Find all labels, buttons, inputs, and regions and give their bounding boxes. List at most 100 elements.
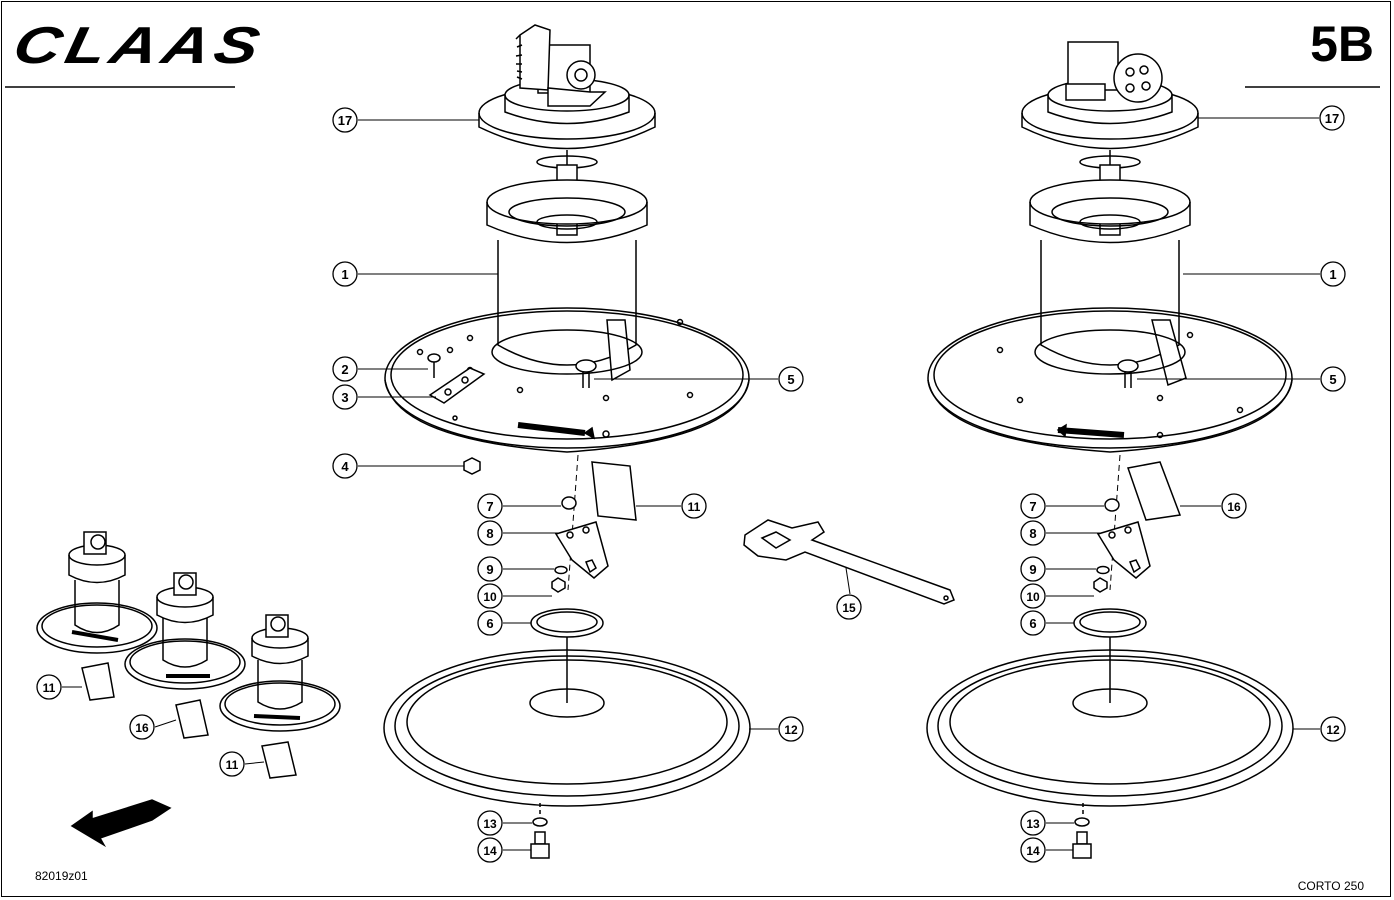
callout-10-right: 10 <box>1020 583 1046 609</box>
button-5-left <box>575 359 597 388</box>
small-blade-16 <box>175 699 209 739</box>
drawing-id: 82019z01 <box>35 869 88 883</box>
callout-12-right: 12 <box>1320 716 1346 742</box>
callout-12-left: 12 <box>778 716 804 742</box>
disc-left <box>384 307 750 453</box>
bolt-14-right <box>1072 831 1092 859</box>
callout-14-left: 14 <box>477 837 503 863</box>
callout-8-left: 8 <box>477 520 503 546</box>
svg-text:7: 7 <box>486 499 493 514</box>
blade-holder-stack-right <box>1093 454 1151 593</box>
callout-9-right: 9 <box>1020 556 1046 582</box>
drum-left <box>486 179 648 382</box>
callout-8-right: 8 <box>1020 520 1046 546</box>
skid-plate-12-left <box>383 637 751 815</box>
svg-text:1: 1 <box>341 267 348 282</box>
svg-text:2: 2 <box>341 362 348 377</box>
svg-text:5: 5 <box>1329 372 1336 387</box>
svg-text:16: 16 <box>135 721 149 735</box>
callout-9-left: 9 <box>477 556 503 582</box>
svg-text:10: 10 <box>483 590 497 604</box>
o-ring-6-right <box>1073 608 1147 638</box>
svg-text:12: 12 <box>1326 723 1340 737</box>
button-5-right <box>1117 359 1139 388</box>
callout-15: 15 <box>836 594 862 620</box>
callout-17-right: 17 <box>1319 105 1345 131</box>
svg-text:15: 15 <box>842 601 856 615</box>
callout-7-left: 7 <box>477 493 503 519</box>
svg-text:3: 3 <box>341 390 348 405</box>
svg-text:17: 17 <box>338 113 352 128</box>
callout-4: 4 <box>332 453 358 479</box>
wrench-15 <box>743 519 955 605</box>
svg-text:16: 16 <box>1227 500 1241 514</box>
svg-text:10: 10 <box>1026 590 1040 604</box>
skid-plate-12-right <box>926 637 1294 815</box>
variant-drum-c <box>219 614 341 732</box>
svg-text:5: 5 <box>787 372 794 387</box>
bolt-14-left <box>530 831 550 859</box>
blade-16-right <box>1127 461 1182 521</box>
callout-2: 2 <box>332 356 358 382</box>
svg-text:13: 13 <box>1026 817 1040 831</box>
variant-drum-b <box>124 572 246 690</box>
blade-11-left <box>591 461 637 521</box>
disc-right <box>927 307 1293 453</box>
callout-16-right: 16 <box>1221 493 1247 519</box>
washer-13-left <box>532 817 548 827</box>
callout-3: 3 <box>332 384 358 410</box>
svg-text:11: 11 <box>43 681 56 695</box>
svg-text:7: 7 <box>1029 499 1036 514</box>
callout-7-right: 7 <box>1020 493 1046 519</box>
svg-text:11: 11 <box>688 500 701 514</box>
svg-text:6: 6 <box>486 616 493 631</box>
callout-14-right: 14 <box>1020 837 1046 863</box>
bolt-2-plate-3 <box>427 353 486 421</box>
callout-1-left: 1 <box>332 261 358 287</box>
drum-right <box>1029 179 1191 387</box>
svg-text:11: 11 <box>226 758 239 772</box>
svg-text:6: 6 <box>1029 616 1036 631</box>
o-ring-6-left <box>530 608 604 638</box>
model-name: CORTO 250 <box>1297 879 1364 893</box>
callout-13-right: 13 <box>1020 810 1046 836</box>
callout-6-right: 6 <box>1020 610 1046 636</box>
svg-text:4: 4 <box>341 459 349 474</box>
blade-holder-stack-left <box>551 454 609 593</box>
svg-text:12: 12 <box>784 723 798 737</box>
callout-5-left: 5 <box>778 366 804 392</box>
gearbox-right <box>1021 41 1199 169</box>
callout-13-left: 13 <box>477 810 503 836</box>
callout-17-left: 17 <box>332 107 358 133</box>
left-drum-assembly <box>383 24 751 859</box>
svg-text:14: 14 <box>1026 844 1040 858</box>
svg-text:1: 1 <box>1329 267 1336 282</box>
washer-13-right <box>1074 817 1090 827</box>
callout-11-small-a: 11 <box>36 674 62 700</box>
svg-text:8: 8 <box>1029 526 1036 541</box>
page-code: 5B <box>1310 16 1374 72</box>
svg-text:9: 9 <box>486 562 493 577</box>
callouts: 17 1 2 3 4 5 7 8 9 10 6 11 12 13 14 15 1… <box>36 105 1346 863</box>
variant-drum-a <box>36 531 158 654</box>
svg-text:13: 13 <box>483 817 497 831</box>
svg-text:8: 8 <box>486 526 493 541</box>
svg-text:9: 9 <box>1029 562 1036 577</box>
callout-6-left: 6 <box>477 610 503 636</box>
callout-11-small-b: 11 <box>219 751 245 777</box>
travel-direction-arrow <box>70 799 172 848</box>
callout-11-left: 11 <box>681 493 707 519</box>
nut-4 <box>463 457 481 475</box>
callout-10-left: 10 <box>477 583 503 609</box>
small-blade-11-a <box>81 662 115 701</box>
callout-1-right: 1 <box>1320 261 1346 287</box>
gearbox-left <box>478 24 656 169</box>
svg-text:17: 17 <box>1325 111 1339 126</box>
leader-lines <box>62 117 1320 851</box>
right-drum-assembly <box>926 41 1294 859</box>
small-blade-11-b <box>261 741 297 779</box>
svg-text:14: 14 <box>483 844 497 858</box>
